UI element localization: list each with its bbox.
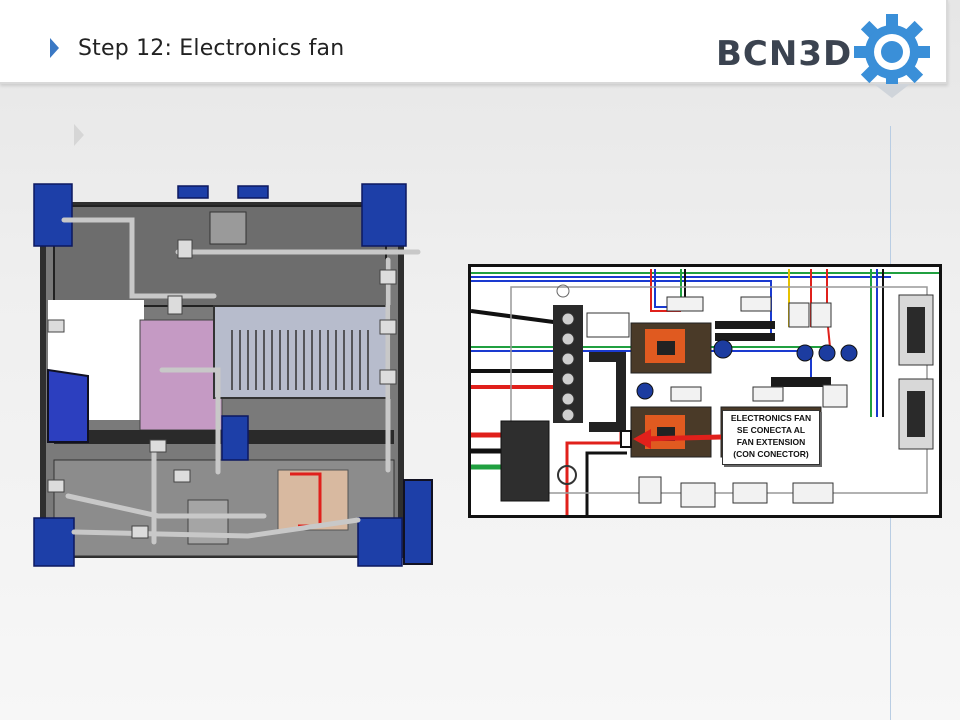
callout-line: SE CONECTA AL — [736, 425, 806, 435]
brand-wordmark: BCN3D — [716, 34, 853, 74]
triangle-right-icon — [74, 124, 84, 146]
callout-line: FAN EXTENSION — [736, 437, 806, 447]
slide-title: Step 12: Electronics fan — [78, 36, 345, 61]
callout-line: ELECTRONICS FAN — [730, 413, 812, 423]
callout-box: ELECTRONICS FAN SE CONECTA AL FAN EXTENS… — [722, 410, 820, 465]
electronics-board-diagram — [468, 264, 942, 518]
header-divider — [946, 0, 948, 82]
printer-top-view-drawing — [33, 183, 433, 567]
slide-header: Step 12: Electronics fan BCN3D — [0, 0, 948, 98]
callout-line: (CON CONECTOR) — [733, 449, 809, 459]
gear-icon — [854, 14, 930, 98]
triangle-right-icon — [50, 38, 59, 58]
